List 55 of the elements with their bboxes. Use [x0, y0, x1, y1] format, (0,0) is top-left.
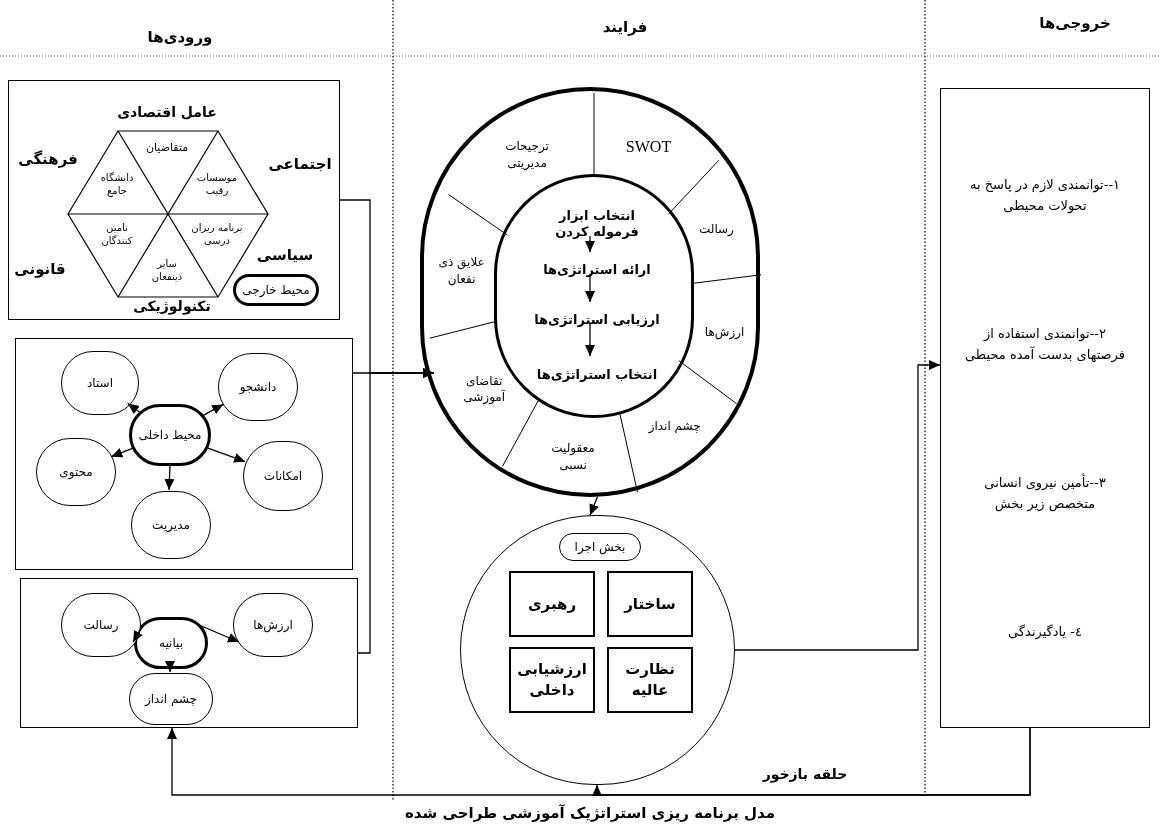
factor-label: تامین کنندگان — [100, 222, 134, 247]
component-box: رهبری — [509, 571, 595, 637]
factor-label: سیاسی — [255, 245, 315, 266]
arrow — [132, 623, 144, 643]
segment-label: ترجیحات مدیریتی — [504, 138, 550, 172]
column-header: ورودی‌ها — [146, 27, 214, 48]
segment-label: تقاضای آموزشی — [462, 373, 507, 407]
input-panel — [8, 80, 340, 320]
segment-label: علایق ذی نفعان — [437, 254, 486, 288]
segment-label: معقولیت نسبی — [550, 440, 596, 474]
component-box: ارزشیابی داخلی — [509, 647, 595, 713]
arrow — [585, 235, 595, 253]
outputs-box — [940, 88, 1150, 728]
factor-label: سایر ذینفعان — [150, 258, 184, 283]
arrow — [127, 402, 141, 415]
factor-label: فرهنگی — [17, 149, 79, 170]
arrow — [592, 727, 1031, 796]
column-header: خروجی‌ها — [1038, 13, 1112, 34]
output-item: ٤- یادگیرندگی — [1007, 622, 1083, 642]
input-panel — [20, 578, 358, 728]
factor-label: متقاضیان — [144, 140, 190, 156]
arrow — [164, 464, 175, 491]
output-item: ۱--توانمندی لازم در پاسخ به تحولات محیطی — [968, 176, 1122, 216]
arrow — [110, 447, 134, 458]
segment-label: رسالت — [697, 221, 735, 239]
step-text: ارائه استراتژی‌ها — [532, 259, 662, 281]
arrow — [585, 273, 595, 303]
factor-label: عامل اقتصادی — [116, 103, 218, 122]
arrow — [205, 446, 246, 463]
factor-label: موسسات رقیب — [195, 172, 239, 197]
factor-label: اجتماعی — [267, 154, 333, 175]
factor-label: قانونی — [13, 259, 67, 280]
step-text: انتخاب استراتژی‌ها — [527, 363, 667, 387]
step-text: انتخاب ابزار فرموله کردن — [539, 205, 655, 243]
input-panel — [15, 338, 353, 570]
step-text: ارزیابی استراتژی‌ها — [527, 309, 667, 331]
factor-label: برنامه ریزان درسی — [190, 222, 244, 247]
output-item: ۲--توانمندی استفاده از فرصتهای بدست آمده محیطی — [964, 325, 1126, 365]
arrow — [734, 360, 941, 651]
caption: مدل برنامه ریزی استراتژیک آموزشی طراحی شده — [404, 803, 776, 824]
strategy-wheel — [420, 87, 760, 497]
factor-label: تکنولوژیکی — [132, 297, 212, 317]
segment-label: SWOT — [624, 137, 673, 158]
arrow — [165, 661, 175, 673]
component-box: نظارت عالیه — [607, 647, 693, 713]
arrow — [201, 403, 224, 417]
segment-label: چشم انداز — [647, 417, 702, 435]
arrow — [585, 323, 595, 357]
arrow — [357, 368, 435, 654]
column-header: فرایند — [601, 17, 649, 38]
factor-label: دانشگاه جامع — [99, 172, 135, 197]
arrow — [589, 496, 599, 516]
output-item: ۳--تأمین نیروی انسانی متخصص زیر بخش — [983, 472, 1107, 514]
component-box: ساختار — [607, 571, 693, 637]
segment-label: ارزش‌ها — [703, 324, 746, 342]
